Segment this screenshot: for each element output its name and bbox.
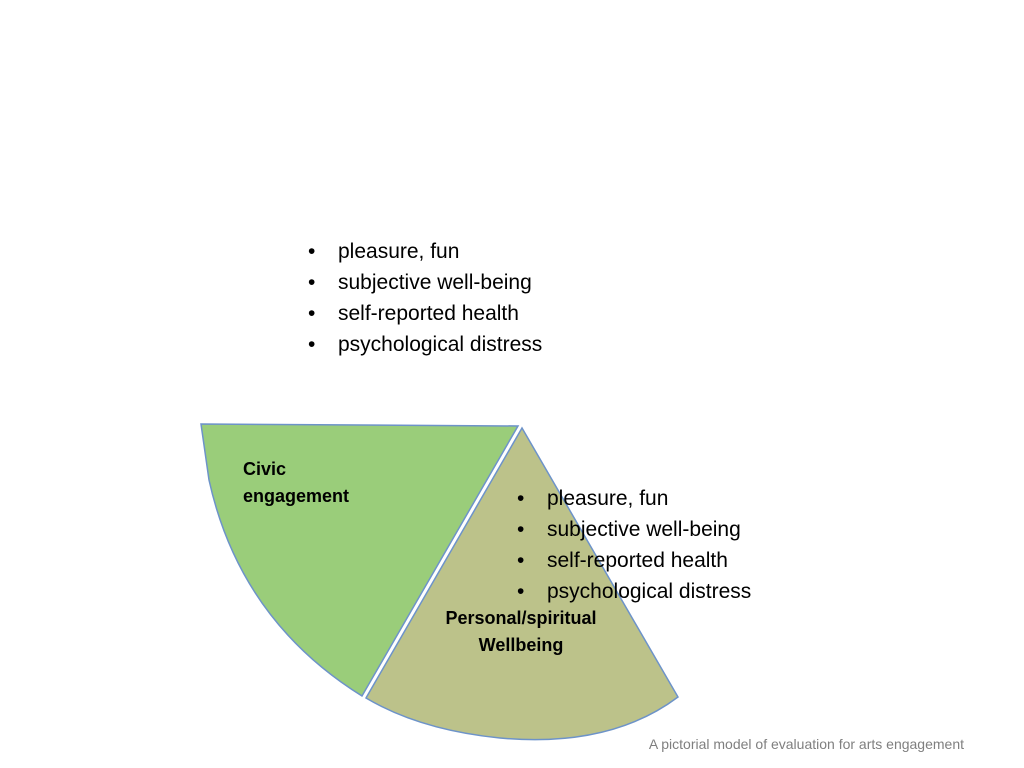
- bullet-list-bottom: pleasure, fun subjective well-being self…: [517, 483, 751, 607]
- caption: A pictorial model of evaluation for arts…: [648, 736, 964, 752]
- civic-engagement-wedge: [200, 423, 520, 698]
- civic-engagement-label: Civic engagement: [243, 456, 349, 510]
- list-item: pleasure, fun: [308, 236, 542, 267]
- list-item: self-reported health: [308, 298, 542, 329]
- list-item: psychological distress: [517, 576, 751, 607]
- bullet-list-top: pleasure, fun subjective well-being self…: [308, 236, 542, 360]
- list-item: subjective well-being: [517, 514, 751, 545]
- list-item: subjective well-being: [308, 267, 542, 298]
- wellbeing-label: Personal/spiritual Wellbeing: [436, 605, 606, 659]
- list-item: psychological distress: [308, 329, 542, 360]
- wellbeing-label-line2: Wellbeing: [478, 635, 564, 655]
- list-item: self-reported health: [517, 545, 751, 576]
- civic-label-line1: Civic: [243, 459, 287, 479]
- wellbeing-label-line1: Personal/spiritual: [445, 608, 597, 628]
- civic-label-line2: engagement: [243, 486, 350, 506]
- list-item: pleasure, fun: [517, 483, 751, 514]
